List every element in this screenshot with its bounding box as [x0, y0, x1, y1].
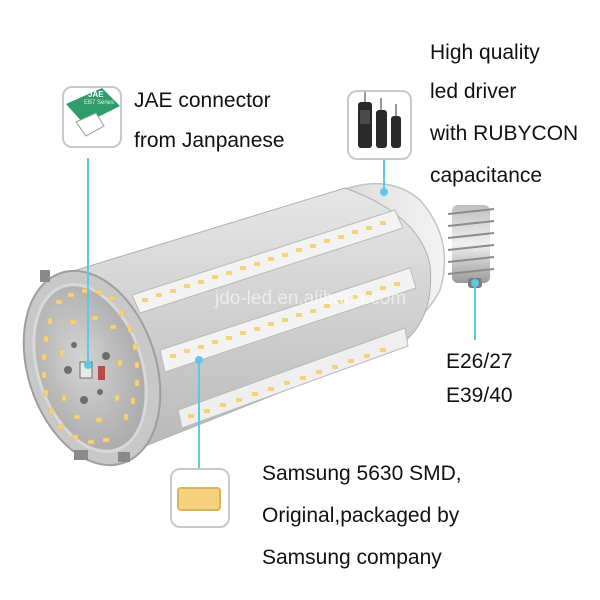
smd-chip-thumbnail [170, 468, 230, 528]
connector-callout-line-1: JAE connector [134, 89, 271, 112]
jae-chip-sublabel: EB7 Series [84, 100, 115, 106]
capacitor-thumbnail [347, 90, 412, 160]
smd-callout-line-3: Samsung company [262, 546, 442, 569]
jae-connector-thumbnail [62, 86, 122, 148]
smd-callout-line-2: Original,packaged by [262, 504, 460, 527]
front-cap [22, 269, 162, 467]
led-chips-upper [142, 221, 386, 302]
connector-callout-line-2: from Janpanese [134, 129, 285, 152]
callout-lines [84, 158, 479, 468]
base-callout-line-1: E26/27 [446, 350, 513, 373]
rubycon-capacitor-art [358, 90, 401, 148]
driver-callout-line-2: led driver [430, 80, 517, 103]
smd-chip-art [177, 487, 221, 511]
led-chips-lower [188, 348, 386, 418]
jae-chip-label: JAE [88, 90, 104, 99]
driver-callout-line-4: capacitance [430, 164, 543, 187]
driver-callout-line-1: High quality [430, 41, 540, 64]
led-chips-middle [170, 282, 400, 358]
watermark-text: jdo-led.en.alibaba.com [214, 288, 406, 309]
screw-base [447, 205, 495, 288]
smd-callout-line-1: Samsung 5630 SMD, [262, 462, 462, 485]
base-callout-line-2: E39/40 [446, 384, 513, 407]
jae-connector-thumbnail-art [66, 88, 120, 137]
driver-callout-line-3: with RUBYCON [430, 122, 579, 145]
